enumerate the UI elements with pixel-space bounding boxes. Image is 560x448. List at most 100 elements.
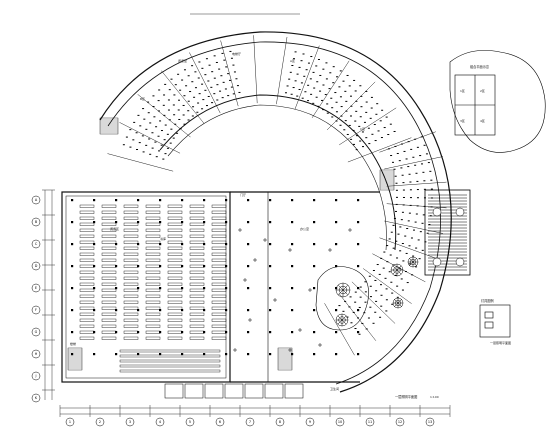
reading-desk — [207, 80, 210, 82]
reading-desk — [409, 204, 412, 206]
desk-row — [167, 210, 183, 214]
grid-bubble — [215, 417, 225, 427]
desk-row — [101, 312, 117, 316]
reading-desk — [292, 58, 295, 60]
desk-row — [79, 336, 95, 340]
column — [181, 199, 184, 202]
column — [357, 309, 360, 312]
reading-desk — [365, 137, 368, 139]
grid-bubble — [31, 195, 41, 205]
reading-desk — [349, 95, 352, 97]
reading-desk — [380, 294, 383, 296]
reading-desk — [158, 150, 161, 152]
reading-desk — [367, 317, 370, 319]
reading-desk — [409, 197, 412, 199]
reading-desk — [349, 296, 352, 298]
reading-desk — [236, 85, 239, 87]
reading-desk — [365, 328, 368, 330]
desk-row — [123, 240, 139, 244]
reading-desk — [332, 82, 335, 84]
column — [225, 243, 228, 246]
reading-desk — [401, 243, 404, 245]
reading-desk — [235, 78, 238, 80]
column — [71, 221, 74, 224]
reading-desk — [402, 196, 405, 198]
reading-desk — [182, 114, 185, 116]
desk-row — [123, 258, 139, 262]
reading-desk — [403, 150, 406, 152]
reading-desk — [426, 232, 429, 234]
desk-row — [189, 330, 205, 334]
desk-row — [79, 234, 95, 238]
reading-desk — [404, 235, 407, 237]
reading-desk — [292, 87, 295, 89]
grid-bubble-label: J — [35, 374, 37, 378]
desk-row — [211, 276, 227, 280]
reading-desk — [201, 67, 204, 69]
column — [291, 221, 294, 224]
column — [159, 309, 162, 312]
south-offices — [164, 383, 304, 399]
key-plan-zone-3: 3区 — [460, 119, 465, 123]
reading-desk — [414, 221, 417, 223]
desk-row — [211, 246, 227, 250]
grid-bubble-label: 9 — [309, 420, 311, 424]
desk-row — [123, 330, 139, 334]
desk-row — [123, 210, 139, 214]
desk-row — [167, 282, 183, 286]
desk-row — [211, 258, 227, 262]
desk-row — [145, 324, 161, 328]
grid-bubble — [31, 217, 41, 227]
reading-desk — [344, 90, 347, 92]
reading-desk — [185, 85, 188, 87]
reading-desk — [392, 247, 395, 249]
reading-desk — [378, 273, 381, 275]
reading-desk — [187, 119, 190, 121]
reading-desk — [410, 148, 413, 150]
reading-desk — [303, 75, 306, 77]
grid-bubble-label: 7 — [249, 420, 251, 424]
grid-bubble-label: 8 — [279, 420, 281, 424]
desk-row — [167, 264, 183, 268]
tree-branch — [394, 302, 399, 307]
reading-desk — [167, 109, 170, 111]
reading-desk — [389, 123, 392, 125]
canopy-column — [455, 207, 465, 217]
stair-treads — [68, 119, 394, 369]
reading-desk — [174, 84, 177, 86]
reading-desk — [375, 290, 378, 292]
desk-row — [145, 288, 161, 292]
column — [203, 221, 206, 224]
radial-partition — [384, 220, 444, 234]
column — [247, 221, 250, 224]
desk-row — [101, 318, 117, 322]
column — [291, 199, 294, 202]
reading-desk — [395, 182, 398, 184]
column — [115, 199, 118, 202]
west-reading-room-desks — [79, 204, 227, 373]
reading-desk — [153, 116, 156, 118]
reading-desk — [396, 152, 399, 154]
column — [357, 331, 360, 334]
column — [203, 353, 206, 356]
desk-row — [167, 312, 183, 316]
reading-desk — [391, 292, 394, 294]
south-room — [164, 383, 184, 399]
column — [269, 265, 272, 268]
column — [71, 199, 74, 202]
reading-desk — [416, 197, 419, 199]
radial-partition — [107, 153, 174, 172]
reading-desk — [294, 80, 297, 82]
grid-bubble — [155, 417, 165, 427]
reading-desk — [388, 271, 391, 273]
reading-desk — [197, 102, 200, 104]
column — [115, 221, 118, 224]
reading-desk — [163, 114, 166, 116]
reading-desk — [393, 168, 396, 170]
reading-desk — [385, 310, 388, 312]
canopy-column — [455, 257, 465, 267]
desk-row — [123, 228, 139, 232]
column — [291, 265, 294, 268]
